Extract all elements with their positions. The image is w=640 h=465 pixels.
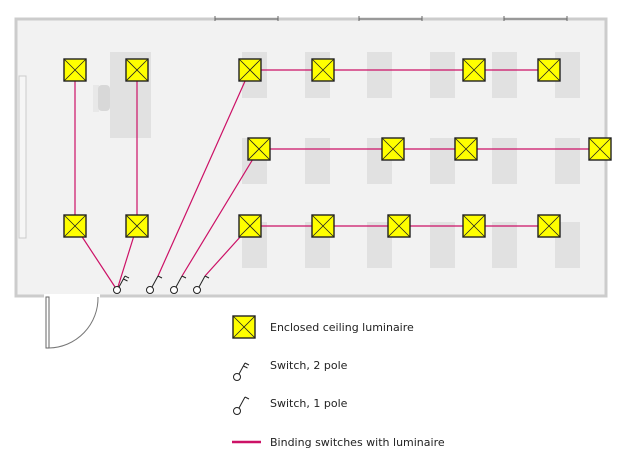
legend-label-switch-2-pole: Switch, 2 pole <box>270 359 348 372</box>
chair-seat <box>98 85 110 111</box>
luminaire-icon <box>232 315 256 339</box>
chair <box>93 85 110 112</box>
luminaire-icon <box>311 214 335 238</box>
door <box>45 296 99 349</box>
luminaire-icon <box>238 214 262 238</box>
windows <box>214 16 568 21</box>
luminaire-icon <box>462 214 486 238</box>
wall-cabinet <box>18 75 27 239</box>
luminaire-icon <box>588 137 612 161</box>
switch-2-pole-icon[interactable] <box>233 362 250 381</box>
legend-label-switch-1-pole: Switch, 1 pole <box>270 397 348 410</box>
luminaire-icon <box>125 58 149 82</box>
luminaire-icon <box>537 214 561 238</box>
desk <box>430 222 455 268</box>
desk <box>430 138 455 184</box>
door-leaf <box>45 296 50 349</box>
luminaire-icon <box>462 58 486 82</box>
desk <box>555 138 580 184</box>
luminaire-icon <box>125 214 149 238</box>
luminaire-icon <box>454 137 478 161</box>
luminaires <box>63 58 612 238</box>
desk <box>430 52 455 98</box>
luminaire-icon <box>238 58 262 82</box>
switch-1-pole-icon[interactable] <box>233 396 250 415</box>
desk <box>492 52 517 98</box>
luminaire-icon <box>63 214 87 238</box>
desk <box>492 222 517 268</box>
door-swing-arc <box>48 296 99 349</box>
door-opening <box>44 294 100 299</box>
switch-1-pole-icon[interactable] <box>170 275 187 294</box>
legend-luminaire-symbol <box>232 315 256 339</box>
desk <box>305 138 330 184</box>
legend-label-wire: Binding switches with luminaire <box>270 436 445 449</box>
legend: Enclosed ceiling luminaire Switch, 2 pol… <box>232 315 445 449</box>
luminaire-icon <box>381 137 405 161</box>
wire <box>157 69 251 277</box>
desk <box>492 138 517 184</box>
switch-1-pole-icon[interactable] <box>193 275 210 294</box>
desk <box>367 52 392 98</box>
luminaire-icon <box>537 58 561 82</box>
wire <box>181 148 260 277</box>
luminaire-icon <box>311 58 335 82</box>
legend-switch-1-pole-symbol <box>233 396 250 415</box>
switch-1-pole-icon[interactable] <box>146 275 163 294</box>
luminaire-icon <box>63 58 87 82</box>
luminaire-icon <box>247 137 271 161</box>
switch-2-pole-icon[interactable] <box>113 275 130 294</box>
legend-label-luminaire: Enclosed ceiling luminaire <box>270 321 414 334</box>
legend-switch-2-pole-symbol <box>233 362 250 381</box>
luminaire-icon <box>387 214 411 238</box>
switches <box>113 275 210 294</box>
chair-back <box>93 85 99 112</box>
